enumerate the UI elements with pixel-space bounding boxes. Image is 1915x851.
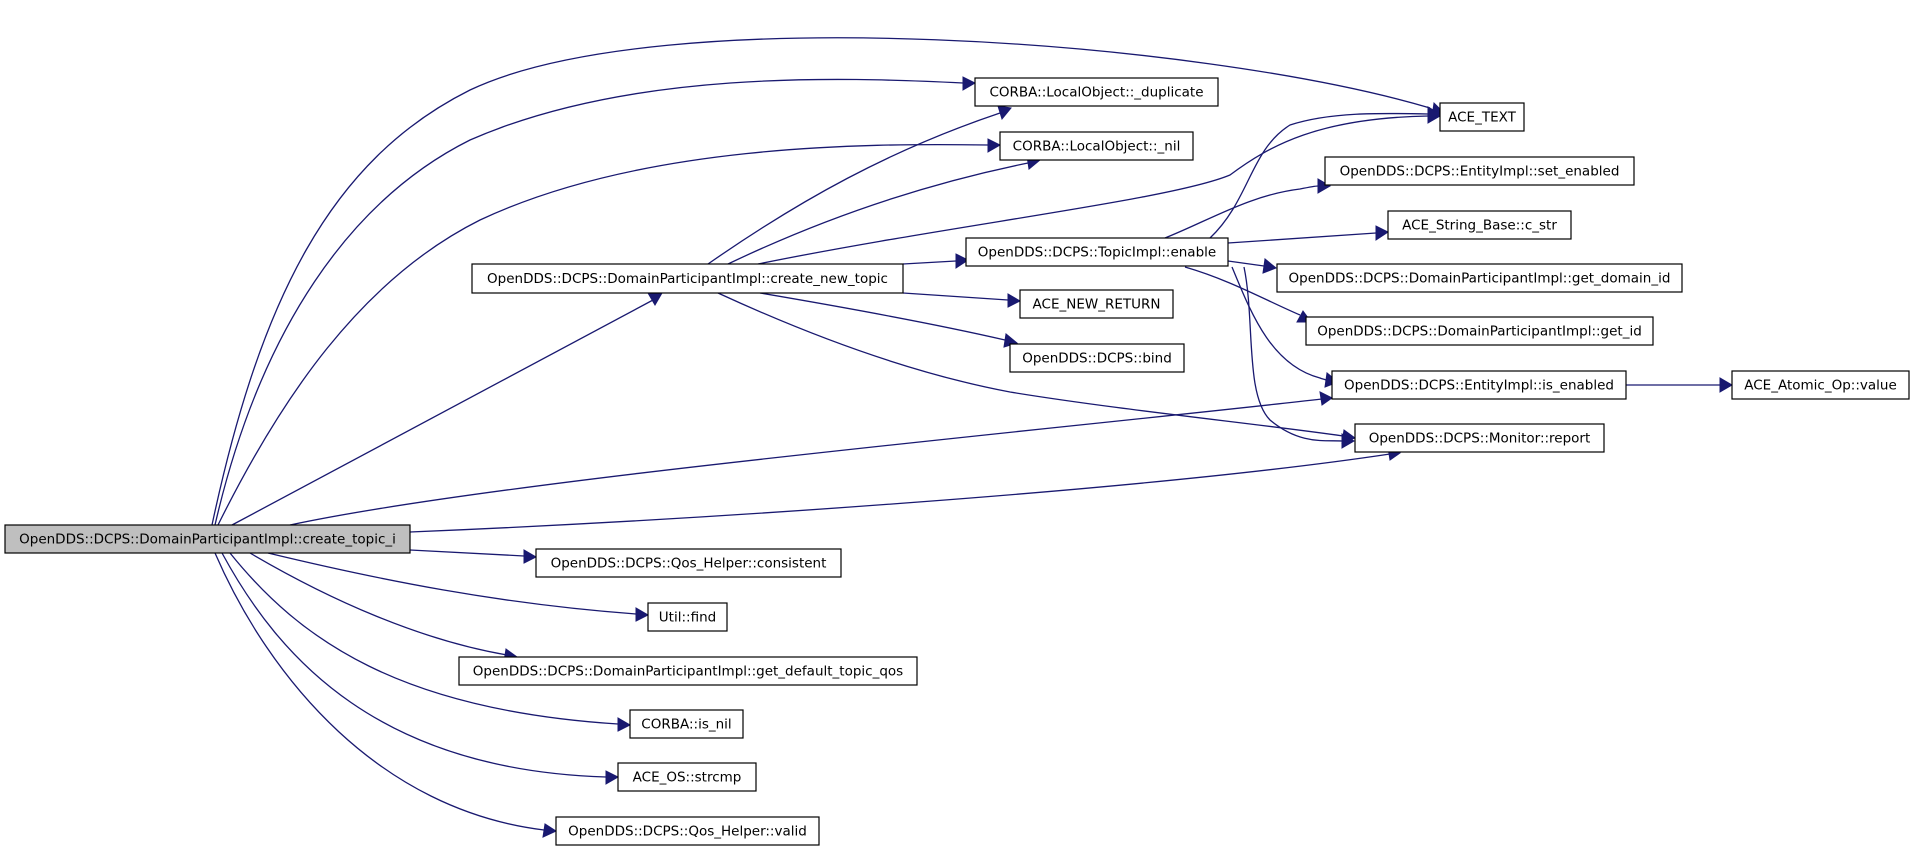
node-label: OpenDDS::DCPS::DomainParticipantImpl::ge… [473,664,903,680]
node-c-str[interactable]: ACE_String_Base::c_str [1387,210,1572,240]
edge-create-topic-i-to-duplicate [214,76,977,526]
node-label: OpenDDS::DCPS::DomainParticipantImpl::ge… [1317,324,1642,340]
node-label: ACE_TEXT [1448,110,1516,126]
edge-create-topic-i-to-util-find [267,552,650,622]
node-label: Util::find [659,610,716,626]
edge-create-topic-i-to-consistent [409,549,538,564]
edge-create-new-topic-to-bind [759,292,1019,348]
node-label: OpenDDS::DCPS::bind [1022,351,1172,367]
node-strcmp[interactable]: ACE_OS::strcmp [617,762,757,792]
edge-create-topic-i-to-monitor-report [409,446,1401,533]
edge-topic-enable-to-set-enabled [1164,178,1331,239]
node-label: CORBA::is_nil [641,717,731,733]
node-label: OpenDDS::DCPS::Qos_Helper::valid [568,824,807,840]
node-duplicate[interactable]: CORBA::LocalObject::_duplicate [974,77,1219,107]
node-label: ACE_String_Base::c_str [1402,218,1557,234]
edge-create-topic-i-to-is-nil [229,552,632,732]
node-label: OpenDDS::DCPS::Monitor::report [1369,431,1591,447]
node-create-topic-i[interactable]: OpenDDS::DCPS::DomainParticipantImpl::cr… [4,524,411,554]
node-create-new-topic[interactable]: OpenDDS::DCPS::DomainParticipantImpl::cr… [471,263,904,294]
node-is-nil[interactable]: CORBA::is_nil [629,709,744,739]
node-monitor-report[interactable]: OpenDDS::DCPS::Monitor::report [1354,423,1605,453]
node-label: OpenDDS::DCPS::DomainParticipantImpl::ge… [1289,271,1671,287]
edge-create-topic-i-to-nil [217,138,1002,526]
edge-create-topic-i-to-create-new-topic [231,292,663,526]
node-label: ACE_OS::strcmp [633,770,742,786]
node-label: OpenDDS::DCPS::Qos_Helper::consistent [551,556,827,572]
node-consistent[interactable]: OpenDDS::DCPS::Qos_Helper::consistent [535,548,842,578]
node-label: CORBA::LocalObject::_nil [1013,139,1181,155]
node-valid[interactable]: OpenDDS::DCPS::Qos_Helper::valid [555,816,820,846]
node-label: OpenDDS::DCPS::DomainParticipantImpl::cr… [19,532,396,548]
node-is-enabled[interactable]: OpenDDS::DCPS::EntityImpl::is_enabled [1331,370,1627,400]
edge-create-new-topic-to-duplicate [707,105,1012,265]
edge-is-enabled-to-atomic-value [1626,377,1733,393]
edge-create-new-topic-to-ace-new-return [902,292,1022,308]
edge-create-topic-i-to-is-enabled [289,391,1333,526]
node-label: OpenDDS::DCPS::EntityImpl::set_enabled [1340,164,1620,180]
edge-topic-enable-to-c-str [1227,225,1389,244]
node-topic-enable[interactable]: OpenDDS::DCPS::TopicImpl::enable [965,237,1229,267]
node-label: OpenDDS::DCPS::EntityImpl::is_enabled [1344,378,1614,394]
function-nodes: OpenDDS::DCPS::DomainParticipantImpl::cr… [4,77,1910,846]
node-atomic-value[interactable]: ACE_Atomic_Op::value [1731,370,1910,400]
node-get-domain-id[interactable]: OpenDDS::DCPS::DomainParticipantImpl::ge… [1276,263,1683,293]
edge-create-topic-i-to-strcmp [221,552,620,785]
edge-create-topic-i-to-get-default-topic-qos [249,552,519,663]
node-get-id[interactable]: OpenDDS::DCPS::DomainParticipantImpl::ge… [1305,316,1654,346]
edge-create-topic-i-to-valid [214,552,558,838]
node-ace-new-return[interactable]: ACE_NEW_RETURN [1019,289,1174,319]
node-label: OpenDDS::DCPS::DomainParticipantImpl::cr… [487,271,888,287]
edge-create-new-topic-to-topic-enable [902,253,969,269]
edge-topic-enable-to-monitor-report [1243,266,1355,449]
node-label: OpenDDS::DCPS::TopicImpl::enable [978,245,1216,261]
node-get-default-topic-qos[interactable]: OpenDDS::DCPS::DomainParticipantImpl::ge… [458,656,918,686]
node-ace-text[interactable]: ACE_TEXT [1439,102,1525,132]
edge-topic-enable-to-ace-text [1209,106,1441,239]
call-edges [211,37,1733,838]
node-util-find[interactable]: Util::find [647,602,728,632]
node-label: ACE_NEW_RETURN [1033,297,1161,313]
node-label: ACE_Atomic_Op::value [1744,378,1897,394]
node-bind[interactable]: OpenDDS::DCPS::bind [1009,343,1185,373]
node-set-enabled[interactable]: OpenDDS::DCPS::EntityImpl::set_enabled [1324,156,1635,186]
node-nil[interactable]: CORBA::LocalObject::_nil [999,131,1194,161]
edge-topic-enable-to-get-domain-id [1227,258,1277,274]
node-label: CORBA::LocalObject::_duplicate [989,85,1203,101]
